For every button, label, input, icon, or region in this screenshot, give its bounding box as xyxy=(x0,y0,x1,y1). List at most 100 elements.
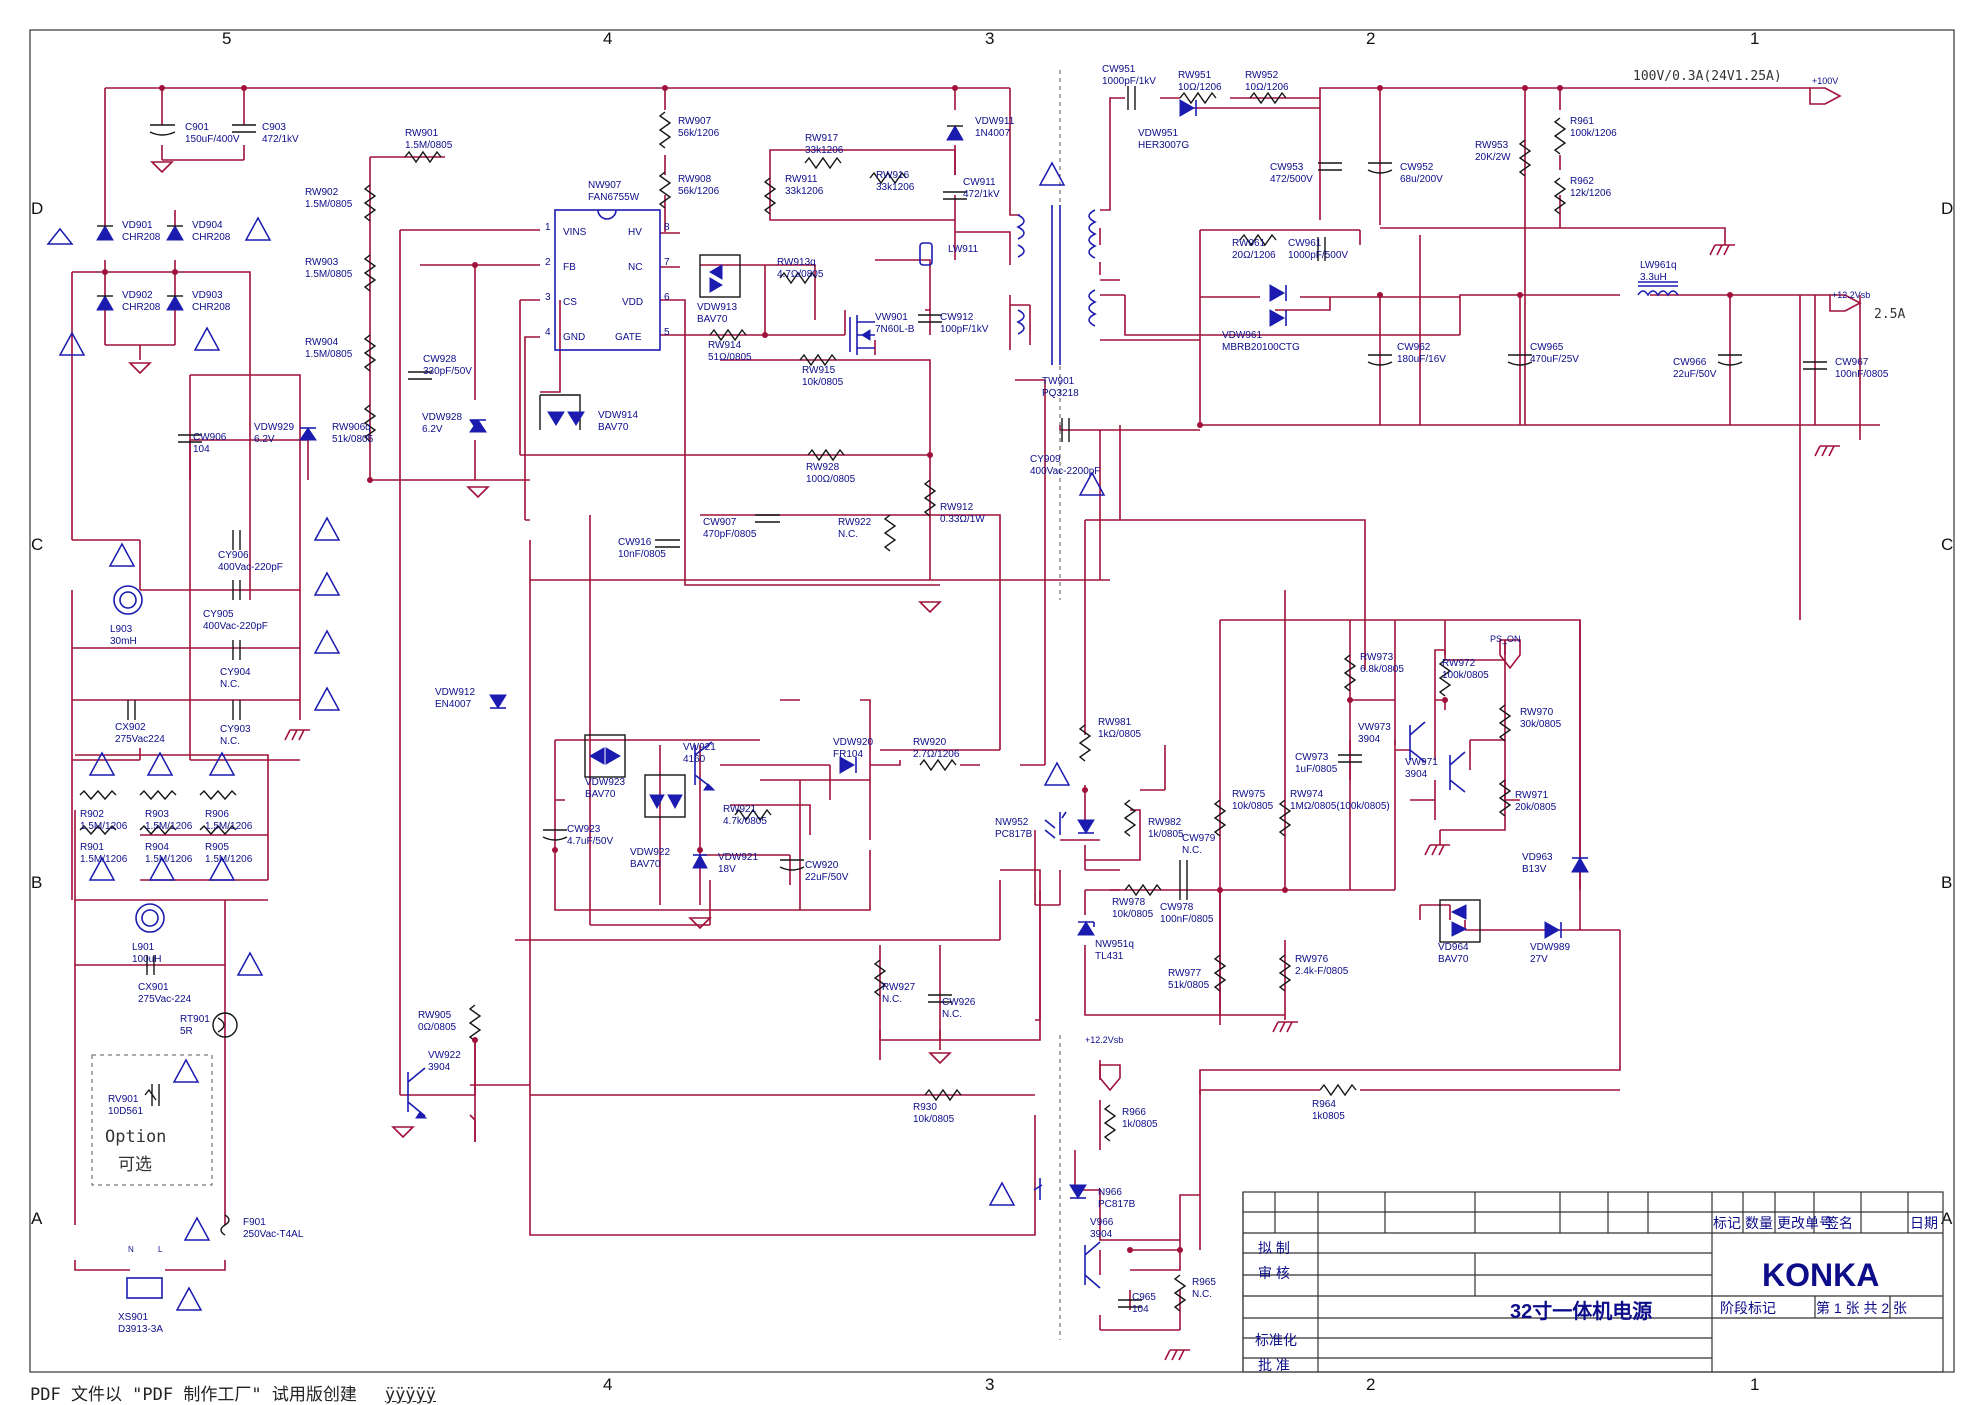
ic-pin-gate: GATE xyxy=(615,332,642,343)
component-value-cw912: 100pF/1kV xyxy=(940,324,989,335)
component-ref-rw982: RW982 xyxy=(1148,817,1182,828)
component-value-cw961: 1000pF/500V xyxy=(1288,250,1348,261)
option-label: Option xyxy=(105,1127,166,1147)
component-value-rw928: 100Ω/0805 xyxy=(806,474,856,485)
component-ref-cw967: CW967 xyxy=(1835,357,1869,368)
component-value-cw911: 472/1kV xyxy=(963,189,1000,200)
component-value-vdw961: MBRB20100CTG xyxy=(1222,342,1300,353)
component-ref-cw923: CW923 xyxy=(567,824,601,835)
component-ref-rw916: RW916 xyxy=(876,170,910,181)
connector-pin-l: L xyxy=(158,1245,163,1254)
component-ref-rw912: RW912 xyxy=(940,502,974,513)
component-ref-cx902: CX902 xyxy=(115,722,146,733)
ic-pin-num: 5 xyxy=(664,327,670,338)
component-ref-rw972: RW972 xyxy=(1442,658,1476,669)
component-value-vdw920: FR104 xyxy=(833,749,863,760)
component-ref-vd901: VD901 xyxy=(122,220,153,231)
component-ref-r965: R965 xyxy=(1192,1277,1216,1288)
component-value-rw908: 56k/1206 xyxy=(678,186,720,197)
zone-right-d: D xyxy=(1941,199,1953,218)
component-value-cw951: 1000pF/1kV xyxy=(1102,76,1156,87)
component-ref-vw922: VW922 xyxy=(428,1050,461,1061)
component-value-vw922: 3904 xyxy=(428,1062,451,1073)
zone-top-3: 3 xyxy=(985,29,994,48)
component-ref-r964: R964 xyxy=(1312,1099,1336,1110)
zone-top-1: 1 xyxy=(1750,29,1759,48)
component-ref-cy903: CY903 xyxy=(220,724,251,735)
tb-header-mark: 标记 xyxy=(1713,1215,1741,1231)
title-block: 标记 数量 更改单号 签名 日期 拟 制 审 核 标准化 批 准 32寸一体机电… xyxy=(1242,1191,1944,1373)
component-value-r964: 1k0805 xyxy=(1312,1111,1345,1122)
component-value-rw903: 1.5M/0805 xyxy=(305,269,353,280)
component-ref-vdw921: VDW921 xyxy=(718,852,758,863)
zone-right-c: C xyxy=(1941,535,1953,554)
component-ref-r904: R904 xyxy=(145,842,169,853)
component-value-rw920: 2.7Ω/1206 xyxy=(913,749,960,760)
component-value-rw971: 20k/0805 xyxy=(1515,802,1557,813)
tb-checked: 审 核 xyxy=(1258,1265,1290,1281)
component-ref-vw971: VW971 xyxy=(1405,757,1438,768)
component-ref-v966: V966 xyxy=(1090,1217,1114,1228)
component-ref-rw914: RW914 xyxy=(708,340,742,351)
component-ref-cw952: CW952 xyxy=(1400,162,1434,173)
component-ref-r962: R962 xyxy=(1570,176,1594,187)
zone-bottom-1: 1 xyxy=(1750,1375,1759,1394)
component-value-vdw913: BAV70 xyxy=(697,314,728,325)
component-value-vd902: CHR208 xyxy=(122,302,161,313)
component-value-v966: 3904 xyxy=(1090,1229,1113,1240)
nw907-ic-body xyxy=(554,209,661,351)
component-ref-l901: L901 xyxy=(132,942,155,953)
tb-title: 32寸一体机电源 xyxy=(1510,1299,1652,1323)
component-value-rw907: 56k/1206 xyxy=(678,128,720,139)
component-ref-vdw920: VDW920 xyxy=(833,737,873,748)
component-value-rw977: 51k/0805 xyxy=(1168,980,1210,991)
pdf-footer-link[interactable]: ÿÿÿÿÿ xyxy=(384,1385,437,1405)
component-ref-cw979: CW979 xyxy=(1182,833,1216,844)
tb-header-change: 更改单号 xyxy=(1777,1215,1833,1231)
component-ref-rw917: RW917 xyxy=(805,133,839,144)
output-labels: 100V/0.3A(24V1.25A) +100V +12.2Vsb 2.5A … xyxy=(1085,69,1905,1045)
ic-pin-vins: VINS xyxy=(563,227,587,238)
component-value-rw981: 1kΩ/0805 xyxy=(1098,729,1142,740)
tb-drawn: 拟 制 xyxy=(1258,1240,1290,1256)
component-value-cw967: 100nF/0805 xyxy=(1835,369,1889,380)
zone-left-c: C xyxy=(31,535,43,554)
zone-top-4: 4 xyxy=(603,29,612,48)
component-ref-rw901: RW901 xyxy=(405,128,439,139)
component-value-vd903: CHR208 xyxy=(192,302,231,313)
component-ref-vdw922: VDW922 xyxy=(630,847,670,858)
component-value-cy909: 400Vac-2200pF xyxy=(1030,466,1100,477)
tb-sheet: 第 1 张 共 2 张 xyxy=(1816,1300,1907,1316)
component-value-cw906: 104 xyxy=(193,444,210,455)
component-value-rw927: N.C. xyxy=(882,994,902,1005)
component-ref-rw974: RW974 xyxy=(1290,789,1324,800)
component-value-c903: 472/1kV xyxy=(262,134,299,145)
tb-header-date: 日期 xyxy=(1910,1215,1938,1231)
tb-header-qty: 数量 xyxy=(1745,1215,1773,1231)
component-ref-rw975: RW975 xyxy=(1232,789,1266,800)
component-value-vdw914: BAV70 xyxy=(598,422,629,433)
ic-pin-num: 3 xyxy=(545,292,551,303)
component-ref-n966: N966 xyxy=(1098,1187,1122,1198)
component-ref-vdw912: VDW912 xyxy=(435,687,475,698)
component-ref-vdw911: VDW911 xyxy=(975,116,1015,127)
component-value-vdw921: 18V xyxy=(718,864,736,875)
component-value-cw962: 180uF/16V xyxy=(1397,354,1446,365)
tb-standard: 标准化 xyxy=(1255,1332,1297,1348)
component-ref-cw912: CW912 xyxy=(940,312,974,323)
component-value-rw906q: 51k/0805 xyxy=(332,434,374,445)
component-value-rw914: 51Ω/0805 xyxy=(708,352,752,363)
component-value-rw975: 10k/0805 xyxy=(1232,801,1274,812)
tb-header-sign: 签名 xyxy=(1825,1215,1853,1231)
component-ref-rw971: RW971 xyxy=(1515,790,1549,801)
symbols xyxy=(79,86,1862,1312)
drawing-border xyxy=(29,29,1955,1373)
component-ref-vd964: VD964 xyxy=(1438,942,1469,953)
component-value-rw976: 2.4k-F/0805 xyxy=(1295,966,1349,977)
component-ref-cy904: CY904 xyxy=(220,667,251,678)
connector-pin-n: N xyxy=(128,1245,134,1254)
component-ref-rw951: RW951 xyxy=(1178,70,1212,81)
component-ref-r902: R902 xyxy=(80,809,104,820)
ic-pin-hv: HV xyxy=(628,227,642,238)
ic-pin-nc: NC xyxy=(628,262,642,273)
